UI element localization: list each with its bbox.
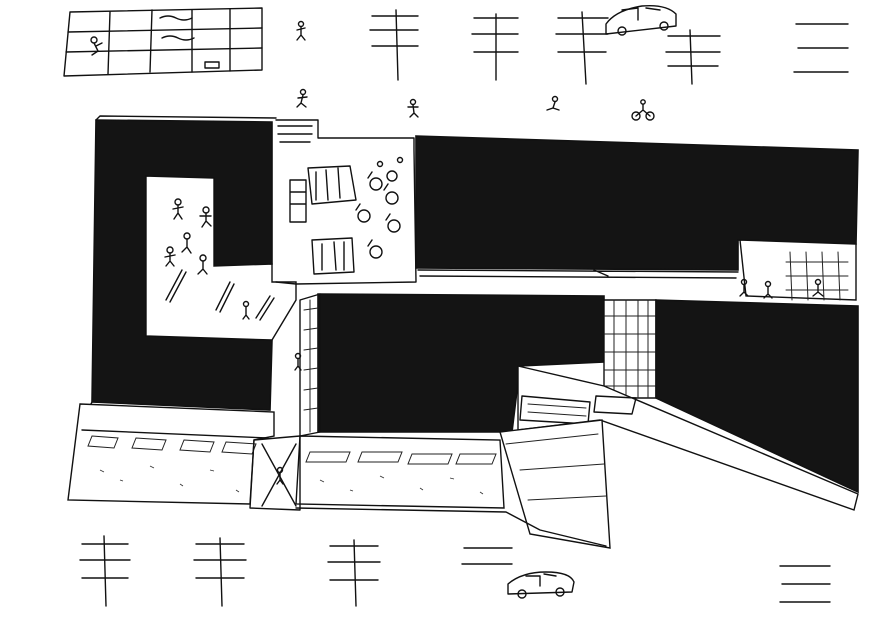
top-left-grid-block (63, 7, 263, 77)
entrance-gate (249, 435, 301, 511)
car-bottom (507, 571, 575, 599)
left-building-block (87, 115, 297, 411)
central-atrium (275, 119, 417, 285)
entrance-ramp (499, 365, 859, 549)
right-upper-building-block (415, 135, 859, 301)
front-sidewalk-plinth (67, 403, 607, 547)
courtyard-figures (164, 198, 275, 321)
right-lower-building-block (655, 299, 859, 494)
bottom-street (79, 535, 831, 607)
stick-figures-street (296, 20, 560, 118)
seated-person-figure (90, 36, 103, 56)
glass-tower (603, 299, 657, 399)
road-markings-bottom (79, 535, 831, 607)
car-top (605, 4, 677, 36)
sidewalk-texture (99, 465, 484, 495)
cafe-kiosk-upper (307, 165, 357, 205)
cafe-tables (355, 156, 404, 259)
cafe-kiosk-lower (311, 237, 355, 275)
right-terrace-grid (785, 251, 849, 301)
terrace-figures (739, 278, 824, 299)
road-markings-top (369, 9, 849, 85)
top-street (63, 4, 849, 121)
cyclist-figure (631, 99, 655, 121)
